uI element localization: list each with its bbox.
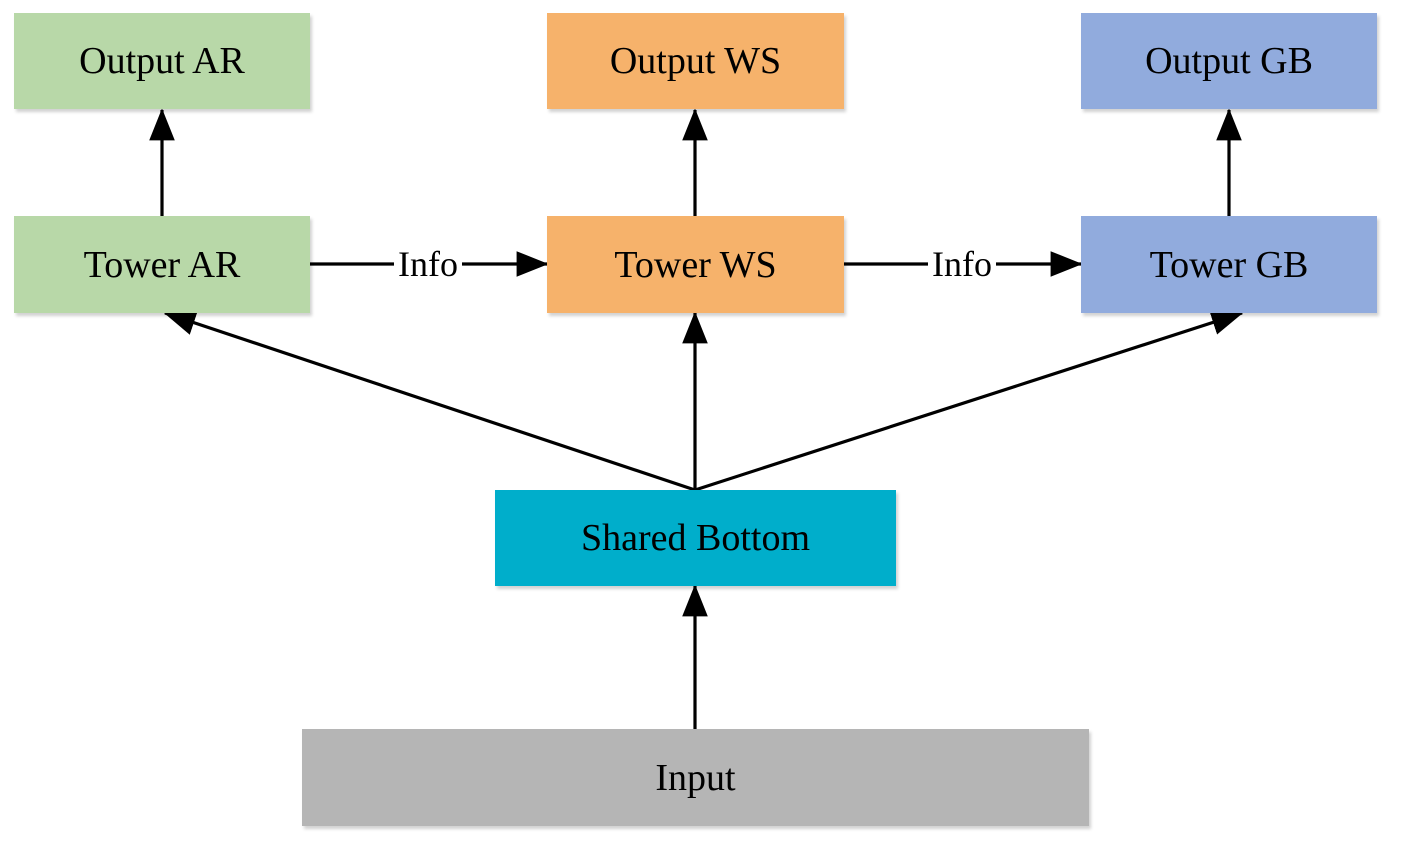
shared-bottom-node: Shared Bottom <box>495 490 896 586</box>
tower-ar-node: Tower AR <box>14 216 310 313</box>
output-gb-node: Output GB <box>1081 13 1377 109</box>
input-node: Input <box>302 729 1089 826</box>
tower-gb-node: Tower GB <box>1081 216 1377 313</box>
info-label-ar-ws: Info <box>394 244 462 284</box>
info-label-ws-gb: Info <box>928 244 996 284</box>
edge-shared-to-ar <box>163 310 696 492</box>
output-ws-node: Output WS <box>547 13 844 109</box>
output-ar-node: Output AR <box>14 13 310 109</box>
edge-shared-to-gb <box>694 310 1244 492</box>
tower-ws-node: Tower WS <box>547 216 844 313</box>
